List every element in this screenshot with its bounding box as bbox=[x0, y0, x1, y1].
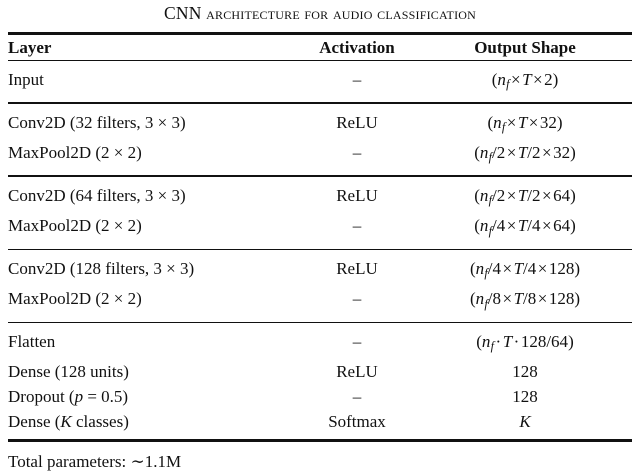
cell-activation: – bbox=[352, 289, 362, 309]
table-row: Conv2D (32 filters, 3 × 3) ReLU (nf×T×32) bbox=[8, 110, 632, 140]
table-block: Conv2D (128 filters, 3 × 3) ReLU (nf/4×T/4… bbox=[8, 256, 632, 317]
architecture-table: Layer Activation Output Shape bbox=[8, 35, 632, 60]
cell-output-shape: (nf/2×T/2×64) bbox=[474, 185, 576, 208]
cell-output-shape: (nf/2×T/2×32) bbox=[474, 143, 576, 165]
cell-output-shape: K bbox=[519, 412, 531, 432]
table-row: Dropout (p = 0.5) – 128 bbox=[8, 384, 632, 409]
cell-output-shape: (nf/8×T/8×128) bbox=[469, 289, 581, 311]
cell-activation: ReLU bbox=[336, 112, 378, 132]
cell-layer: Dropout (p = 0.5) bbox=[8, 387, 129, 407]
cell-activation: – bbox=[352, 332, 362, 352]
cell-layer: Conv2D (128 filters, 3 × 3) bbox=[8, 258, 195, 278]
cell-activation: – bbox=[352, 387, 362, 407]
table-body-blocks: Input – (nf×T×2) Conv2D (32 filters, 3 × 3)… bbox=[8, 61, 632, 440]
table-toprule bbox=[8, 32, 632, 35]
cell-layer: Dense (128 units) bbox=[8, 362, 129, 382]
cell-output-shape: 128 bbox=[512, 362, 538, 382]
cell-activation: ReLU bbox=[336, 185, 378, 205]
cell-activation: ReLU bbox=[336, 362, 378, 382]
table-row: Conv2D (64 filters, 3 × 3) ReLU (nf/2×T/2×… bbox=[8, 183, 632, 213]
cell-layer: MaxPool2D (2 × 2) bbox=[8, 289, 142, 309]
cell-output-shape: (nf/4×T/4×128) bbox=[469, 258, 581, 281]
table-header: Layer Activation Output Shape bbox=[8, 35, 632, 60]
cell-layer: Conv2D (32 filters, 3 × 3) bbox=[8, 112, 186, 132]
table-block: Flatten – (nf·T·128/64) Dense (128 units) Re… bbox=[8, 329, 632, 434]
table-block: Input – (nf×T×2) bbox=[8, 67, 632, 97]
cell-layer: Input bbox=[8, 69, 44, 89]
cell-layer: Dense (K classes) bbox=[8, 412, 129, 432]
cell-layer: MaxPool2D (2 × 2) bbox=[8, 143, 142, 163]
table-bottomrule bbox=[8, 439, 632, 442]
table-block: Conv2D (32 filters, 3 × 3) ReLU (nf×T×32) M… bbox=[8, 110, 632, 171]
cell-output-shape: 128 bbox=[512, 387, 538, 407]
column-header-output-shape: Output Shape bbox=[474, 37, 576, 57]
table-row: Dense (128 units) ReLU 128 bbox=[8, 359, 632, 384]
table-row: Dense (K classes) Softmax K bbox=[8, 409, 632, 434]
cell-activation: – bbox=[352, 143, 362, 163]
table-block: Conv2D (64 filters, 3 × 3) ReLU (nf/2×T/2×… bbox=[8, 183, 632, 244]
caption-lead: CNN bbox=[163, 3, 202, 23]
cell-layer: Flatten bbox=[8, 332, 56, 352]
header-row: Layer Activation Output Shape bbox=[8, 35, 632, 60]
table-midrule bbox=[8, 175, 632, 177]
cell-layer: Conv2D (64 filters, 3 × 3) bbox=[8, 185, 186, 205]
table-midrule bbox=[8, 102, 632, 104]
cell-layer: MaxPool2D (2 × 2) bbox=[8, 216, 142, 236]
table-row: Input – (nf×T×2) bbox=[8, 67, 632, 97]
table-midrule bbox=[8, 321, 632, 324]
cell-activation: ReLU bbox=[336, 258, 378, 278]
table-row: MaxPool2D (2 × 2) – (nf/8×T/8×128) bbox=[8, 286, 632, 316]
cell-output-shape: (nf·T·128/64) bbox=[476, 332, 574, 354]
column-header-layer: Layer bbox=[8, 37, 52, 57]
table-row: Conv2D (128 filters, 3 × 3) ReLU (nf/4×T/4… bbox=[8, 256, 632, 286]
table-row: Flatten – (nf·T·128/64) bbox=[8, 329, 632, 359]
table-midrule bbox=[8, 248, 632, 250]
column-header-activation: Activation bbox=[319, 37, 395, 57]
table-caption: CNN Architecture for Audio Classificatio… bbox=[0, 0, 640, 25]
cell-activation: – bbox=[352, 216, 362, 236]
table-midrule-header bbox=[8, 59, 632, 61]
table-row: MaxPool2D (2 × 2) – (nf/2×T/2×32) bbox=[8, 140, 632, 170]
cell-output-shape: (nf×T×32) bbox=[487, 112, 563, 135]
cell-activation: – bbox=[352, 69, 362, 89]
cell-activation: Softmax bbox=[328, 412, 386, 432]
architecture-table-wrapper: Layer Activation Output Shape Input – (nf×… bbox=[8, 25, 632, 442]
cell-output-shape: (nf/4×T/4×64) bbox=[474, 216, 576, 238]
caption-rest: Architecture for Audio Classification bbox=[201, 3, 476, 23]
cell-output-shape: (nf×T×2) bbox=[491, 69, 559, 92]
table-footer-note: Total parameters: ∼1.1M bbox=[8, 451, 182, 471]
table-row: MaxPool2D (2 × 2) – (nf/4×T/4×64) bbox=[8, 213, 632, 243]
